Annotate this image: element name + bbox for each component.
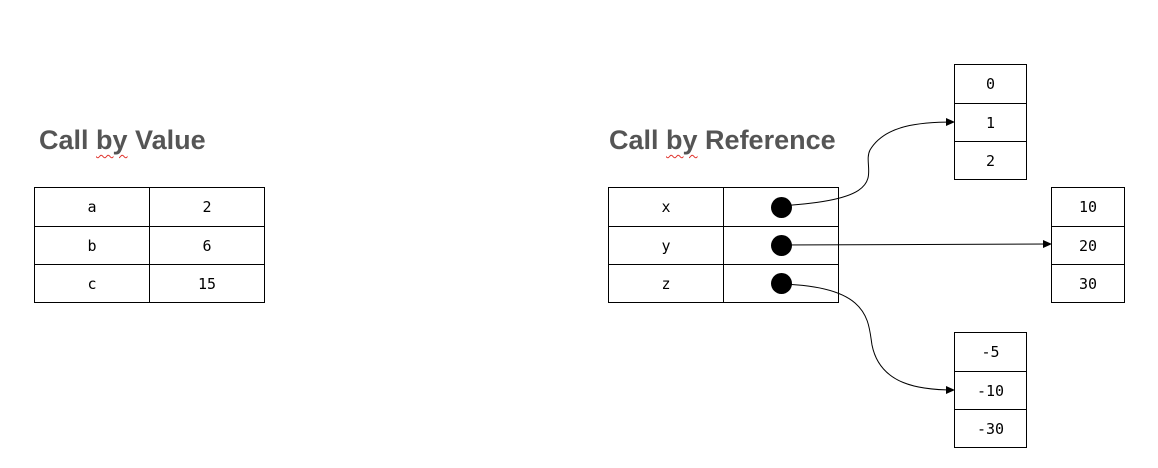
table-row: b 6 bbox=[34, 226, 265, 265]
variable-value-cell: 6 bbox=[149, 226, 265, 265]
table-row: z bbox=[608, 264, 839, 303]
call-by-value-title: Call by Value bbox=[39, 127, 206, 154]
array-element: 20 bbox=[1051, 226, 1125, 265]
title-suffix: Value bbox=[127, 125, 206, 155]
table-row: y bbox=[608, 226, 839, 265]
array-cell-row: -30 bbox=[954, 409, 1027, 448]
array-cell-row: 30 bbox=[1051, 264, 1125, 303]
table-row: c 15 bbox=[34, 264, 265, 303]
array-element: 10 bbox=[1051, 187, 1125, 227]
array-cell-row: 2 bbox=[954, 141, 1027, 180]
title-suffix: Reference bbox=[697, 125, 836, 155]
pointer-arrow-y bbox=[775, 240, 1052, 249]
array-element: 2 bbox=[954, 141, 1027, 180]
array-element: 1 bbox=[954, 103, 1027, 142]
array-cell-row: 20 bbox=[1051, 226, 1125, 265]
array-cell-row: 10 bbox=[1051, 187, 1125, 227]
pointer-dot-icon bbox=[770, 196, 792, 218]
variable-name-cell: a bbox=[34, 187, 150, 227]
value-table: a 2 b 6 c 15 bbox=[34, 187, 265, 303]
variable-value-cell: 2 bbox=[149, 187, 265, 227]
array-cell-row: 0 bbox=[954, 64, 1027, 104]
pointer-name-cell: z bbox=[608, 264, 724, 303]
table-row: x bbox=[608, 187, 839, 227]
pointer-cell bbox=[723, 226, 839, 265]
array-element: -30 bbox=[954, 409, 1027, 448]
array-cell-row: -10 bbox=[954, 371, 1027, 410]
array-box-3: -5 -10 -30 bbox=[954, 332, 1027, 448]
title-prefix: Call bbox=[39, 125, 97, 155]
pointer-dot-icon bbox=[770, 273, 792, 294]
call-by-reference-title: Call by Reference bbox=[609, 127, 836, 154]
reference-table: x y z bbox=[608, 187, 839, 303]
title-prefix: Call bbox=[609, 125, 667, 155]
pointer-arrow-z bbox=[775, 283, 955, 394]
table-row: a 2 bbox=[34, 187, 265, 227]
pointer-name-cell: y bbox=[608, 226, 724, 265]
array-box-1: 0 1 2 bbox=[954, 64, 1027, 180]
variable-name-cell: c bbox=[34, 264, 150, 303]
title-by: by bbox=[666, 125, 698, 155]
pointer-dot-icon bbox=[770, 235, 792, 256]
array-cell-row: 1 bbox=[954, 103, 1027, 142]
array-element: -10 bbox=[954, 371, 1027, 410]
pointer-cell bbox=[723, 187, 839, 227]
pointer-arrow-x bbox=[775, 118, 955, 207]
pointer-cell bbox=[723, 264, 839, 303]
array-element: 0 bbox=[954, 64, 1027, 104]
variable-value-cell: 15 bbox=[149, 264, 265, 303]
array-box-2: 10 20 30 bbox=[1051, 187, 1125, 303]
title-by: by bbox=[96, 125, 128, 155]
variable-name-cell: b bbox=[34, 226, 150, 265]
array-element: 30 bbox=[1051, 264, 1125, 303]
